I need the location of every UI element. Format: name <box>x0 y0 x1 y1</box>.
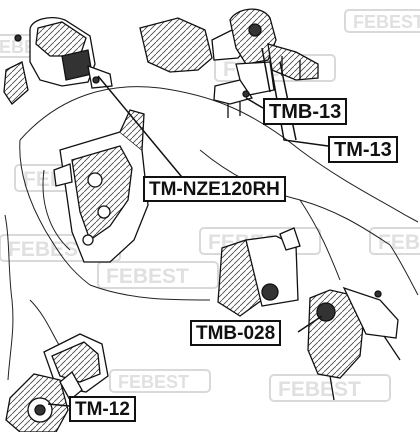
mount-tmb028-assembly <box>217 227 401 401</box>
label-tmb-028: TMB-028 <box>190 320 282 346</box>
svg-text:FEBEST: FEBEST <box>8 238 91 261</box>
watermark-logo: FEBEST <box>109 369 211 393</box>
label-tmb-13: TMB-13 <box>263 98 348 125</box>
svg-text:FEBEST: FEBEST <box>118 372 189 392</box>
label-tm-13: TM-13 <box>328 136 398 163</box>
watermark-logo: FEBEST <box>344 9 420 33</box>
mount-tm-nze120rh-upper <box>3 16 113 105</box>
svg-text:FEBEST: FEBEST <box>106 265 189 288</box>
svg-text:FEBEST: FEBEST <box>378 231 420 254</box>
svg-text:FEBEST: FEBEST <box>353 12 420 32</box>
label-tm-12: TM-12 <box>69 396 136 422</box>
watermark-logo: FEBEST <box>97 261 219 289</box>
svg-text:FEBEST: FEBEST <box>278 378 361 401</box>
leader-line-tm-nze120rh <box>97 75 187 183</box>
label-tm-nze120rh: TM-NZE120RH <box>143 176 286 202</box>
watermark-logo: FEBEST <box>369 227 420 255</box>
mount-tm13-assembly <box>139 8 319 118</box>
bracket-tm-nze120rh <box>53 109 149 263</box>
engine-outline <box>4 86 419 381</box>
mount-tm12-assembly <box>5 333 109 432</box>
leader-line-tmb028 <box>297 315 323 333</box>
leader-line-tm12 <box>47 403 70 407</box>
